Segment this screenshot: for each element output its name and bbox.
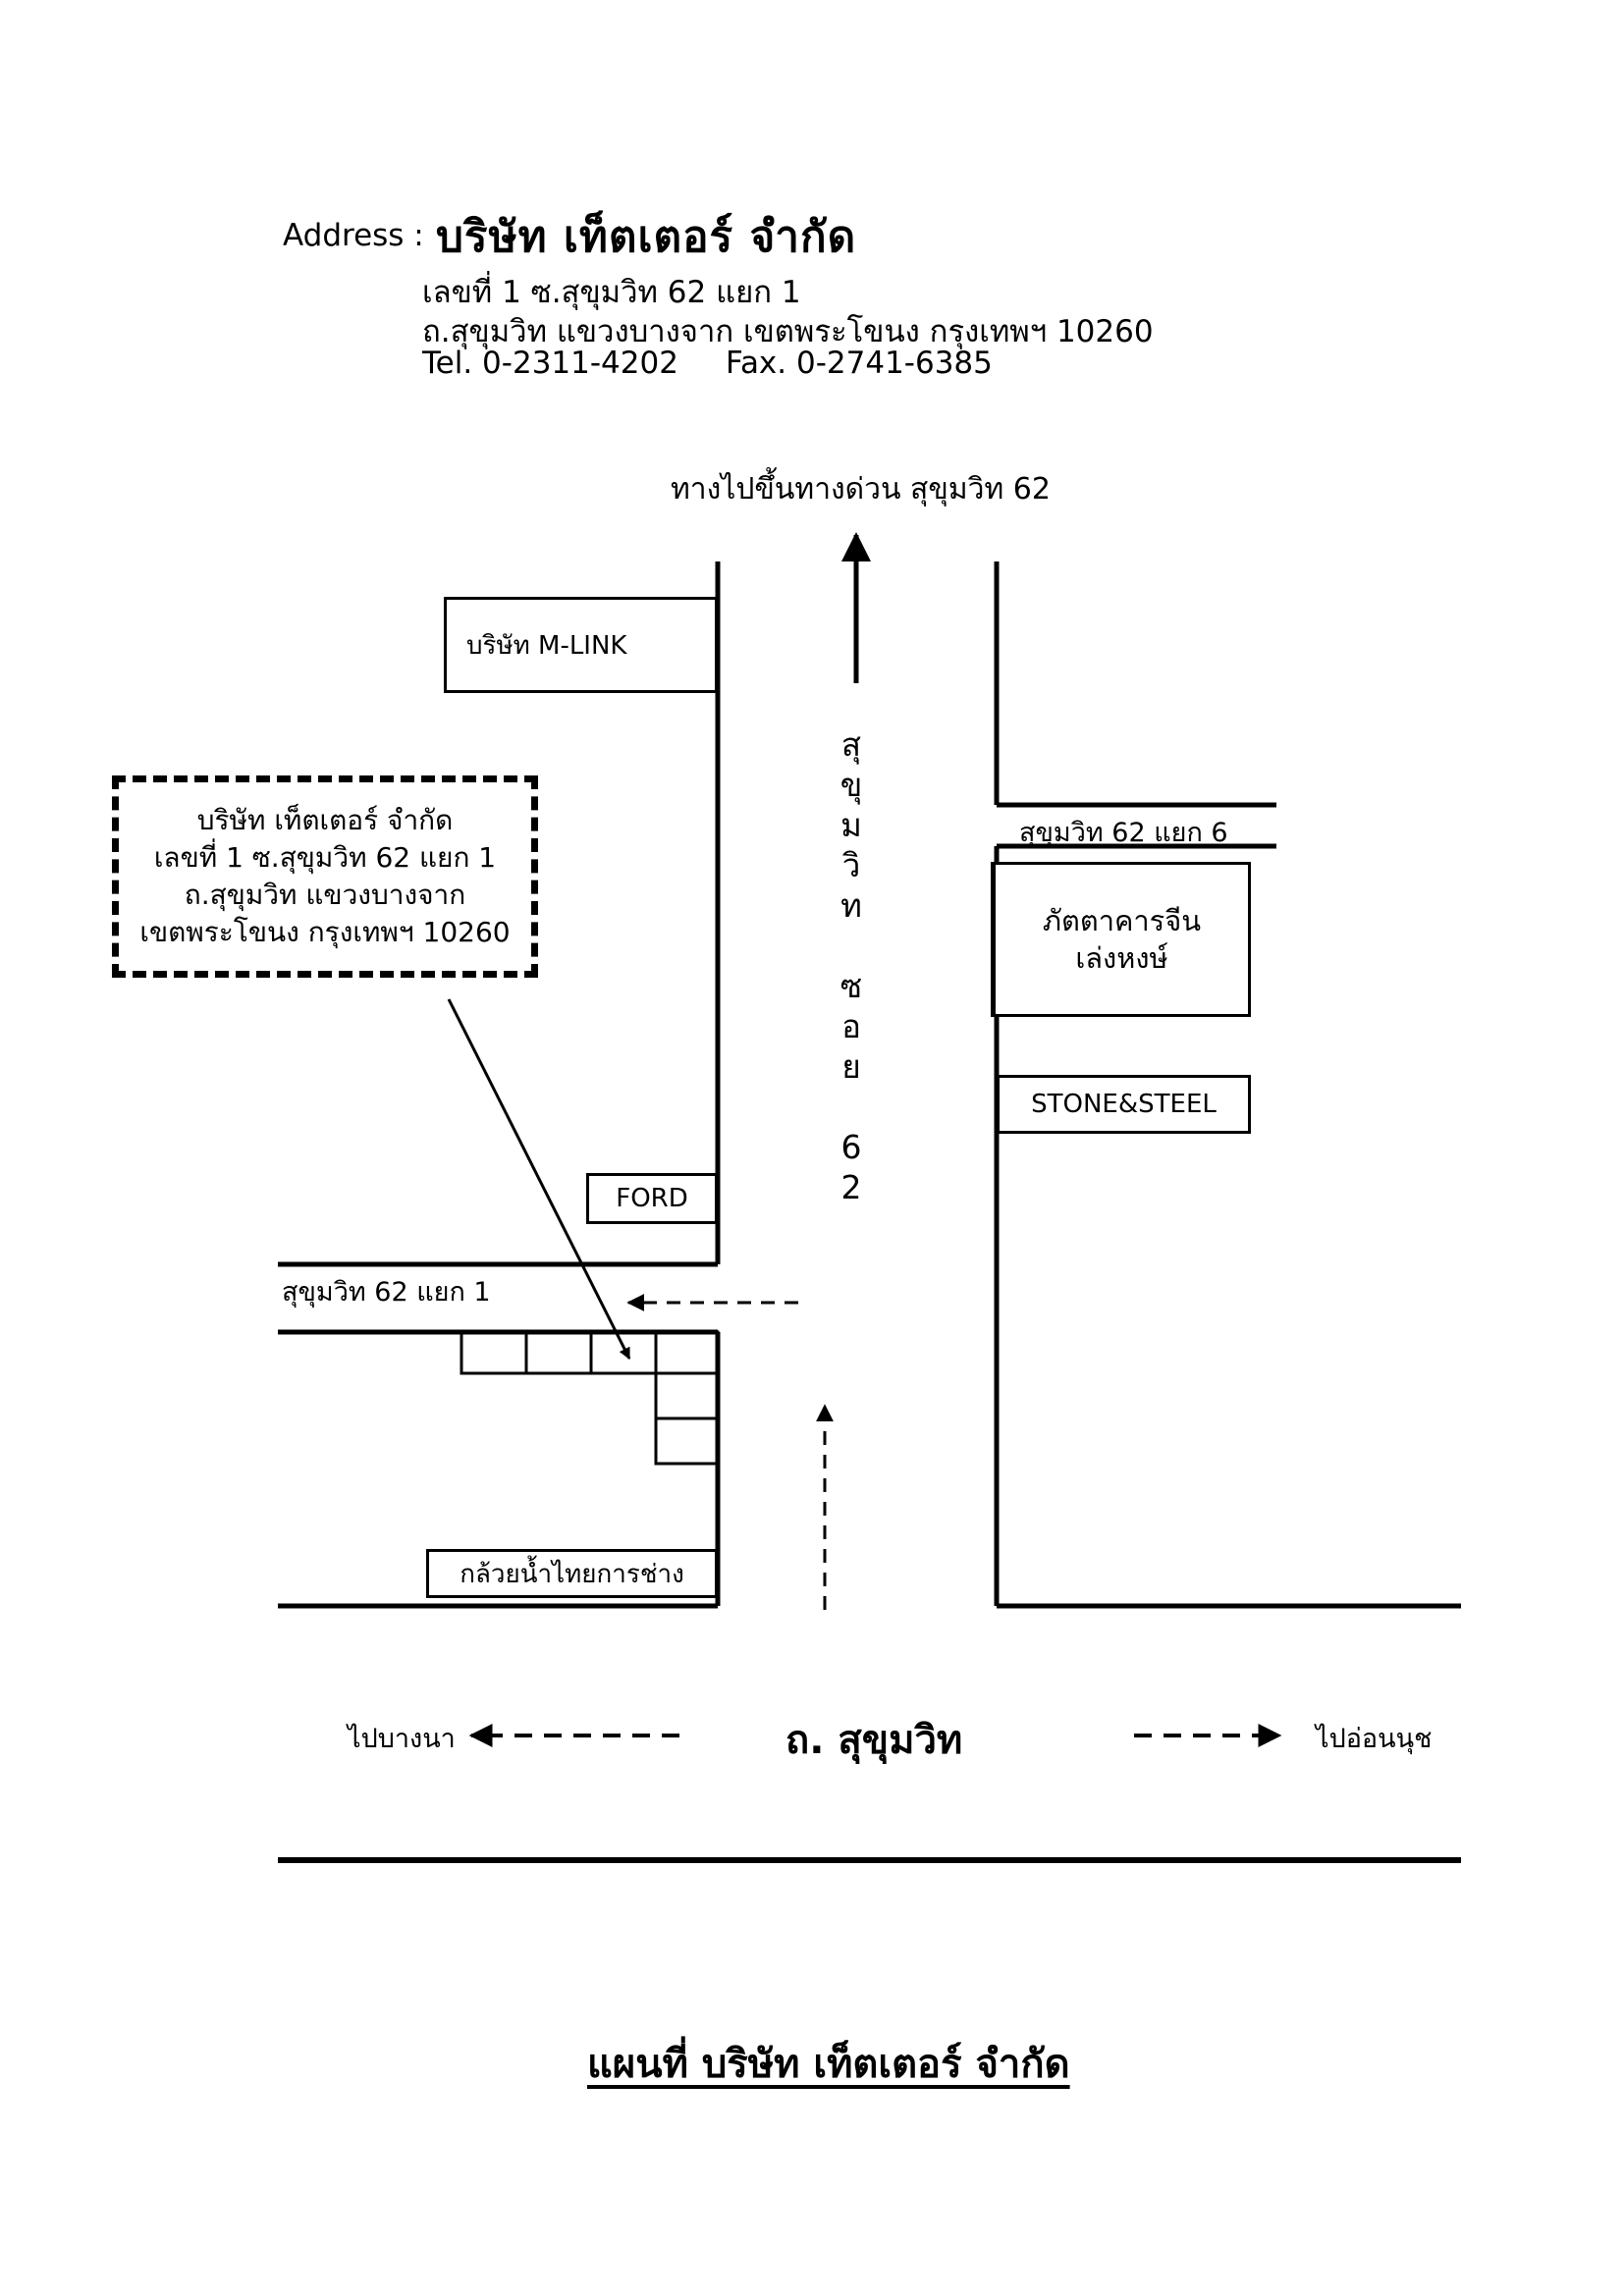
address-line-1: เลขที่ 1 ซ.สุขุมวิท 62 แยก 1 — [422, 275, 801, 310]
sukhumvit-road-label: ถ. สุขุมวิท — [785, 1718, 963, 1763]
company-callout: บริษัท เท็ตเตอร์ จำกัด เลขที่ 1 ซ.สุขุมว… — [112, 775, 538, 978]
address-line-2: ถ.สุขุมวิท แขวงบางจาก เขตพระโขนง กรุงเทพ… — [422, 314, 1154, 349]
tel-number: Tel. 0-2311-4202 — [422, 346, 678, 381]
landmark-stone-steel: STONE&STEEL — [997, 1075, 1251, 1134]
soi62-char: ม — [840, 806, 862, 844]
soi6-label: สุขุมวิท 62 แยก 6 — [1019, 818, 1228, 848]
ford-label: FORD — [616, 1184, 688, 1213]
landmark-mlink-label: บริษัท M-LINK — [466, 630, 627, 661]
callout-pointer — [447, 998, 631, 1361]
soi62-char: ซ — [839, 967, 863, 1005]
expressway-label: ทางไปขึ้นทางด่วน สุขุมวิท 62 — [671, 472, 1051, 507]
stone-steel-label: STONE&STEEL — [1031, 1090, 1217, 1119]
restaurant-name-line-2: เล่งหงษ์ — [1075, 941, 1168, 975]
map-title: แผนที่ บริษัท เท็ตเตอร์ จำกัด — [587, 2042, 1070, 2087]
callout-line-2: เลขที่ 1 ซ.สุขุมวิท 62 แยก 1 — [153, 841, 497, 874]
address-label: Address : — [283, 218, 424, 253]
building-row — [460, 1330, 720, 1466]
soi62-char: ย — [841, 1047, 861, 1086]
soi62-char: ขุ — [839, 766, 863, 804]
landmark-ford: FORD — [586, 1173, 718, 1224]
fax-number: Fax. 0-2741-6385 — [725, 346, 993, 381]
landmark-restaurant: ภัตตาคารจีน เล่งหงษ์ — [991, 862, 1251, 1017]
kluaynamthai-label: กล้วยน้ำไทยการช่าง — [460, 1559, 684, 1589]
landmark-mlink: บริษัท M-LINK — [444, 597, 718, 693]
to-bangna-label: ไปบางนา — [348, 1724, 456, 1754]
soi62-char: วิ — [841, 846, 861, 884]
company-name: บริษัท เท็ตเตอร์ จำกัด — [436, 212, 857, 262]
callout-line-4: เขตพระโขนง กรุงเทพฯ 10260 — [139, 916, 511, 948]
soi62-char: 2 — [840, 1168, 862, 1206]
contact-line: Tel. 0-2311-4202 Fax. 0-2741-6385 — [422, 346, 993, 381]
callout-line-3: ถ.สุขุมวิท แขวงบางจาก — [184, 879, 466, 911]
landmark-kluaynamthai: กล้วยน้ำไทยการช่าง — [426, 1549, 718, 1598]
soi62-char: สุ — [840, 725, 862, 764]
soi62-char: 6 — [840, 1128, 862, 1166]
restaurant-name-line-1: ภัตตาคารจีน — [1042, 904, 1202, 937]
soi62-char: ท — [840, 886, 862, 925]
soi62-char: อ — [841, 1007, 861, 1045]
soi1-label: สุขุมวิท 62 แยก 1 — [282, 1277, 491, 1308]
to-onnut-label: ไปอ่อนนุช — [1316, 1724, 1433, 1754]
callout-line-1: บริษัท เท็ตเตอร์ จำกัด — [196, 804, 454, 836]
